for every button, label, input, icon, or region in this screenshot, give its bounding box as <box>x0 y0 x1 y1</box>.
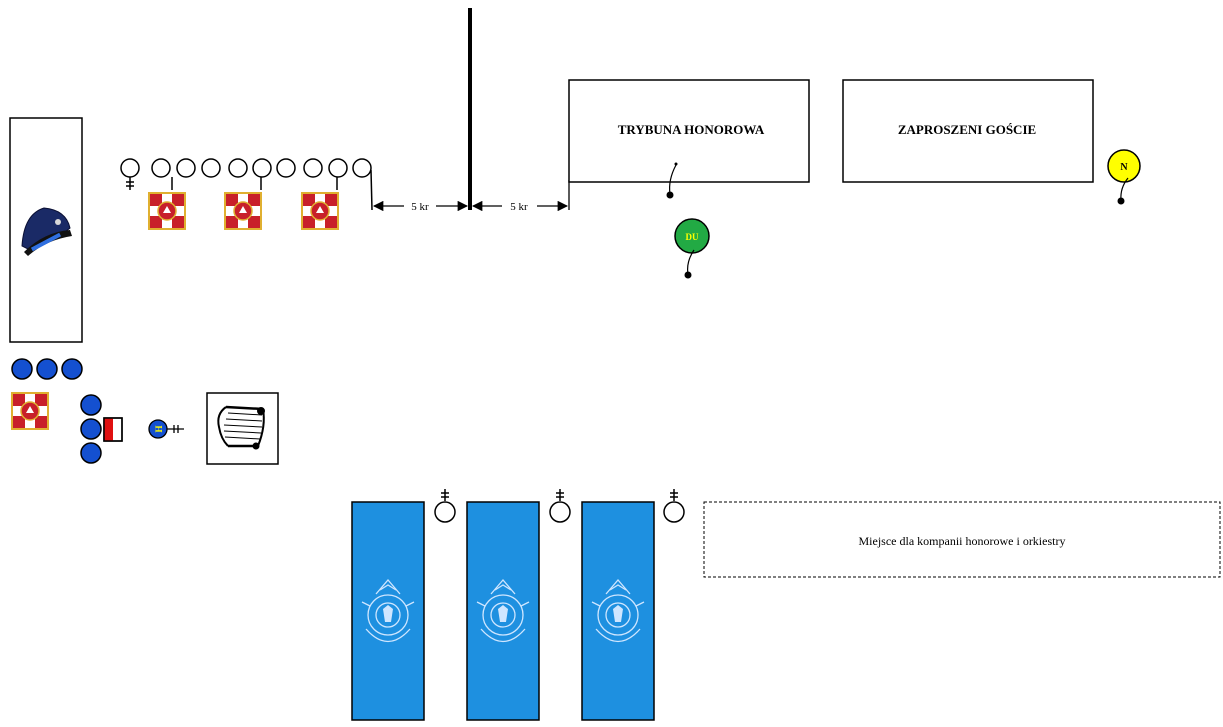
flag-icon <box>147 191 187 231</box>
flag-icon <box>223 191 263 231</box>
officer-cap-icon <box>21 207 72 256</box>
invited-guests-stand: ZAPROSZENI GOŚCIE <box>842 79 1094 183</box>
invited-guests-label: ZAPROSZENI GOŚCIE <box>898 122 1036 137</box>
formation-member <box>176 158 196 178</box>
distance-marker-left: 5 kr <box>372 200 469 213</box>
n-marker-label: N <box>1120 162 1128 173</box>
formation-member <box>276 158 296 178</box>
formation-member <box>328 158 348 178</box>
commander-label: DU <box>686 232 699 242</box>
lyre-icon <box>217 405 265 450</box>
officer-cap-panel <box>9 117 83 343</box>
formation-member <box>36 358 58 380</box>
honor-tribune-label: TRYBUNA HONOROWA <box>618 122 765 137</box>
formation-member <box>80 418 102 440</box>
commander-marker: DU <box>674 218 710 279</box>
distance-label: 5 kr <box>510 201 528 213</box>
flag-icon <box>10 391 50 431</box>
formation-member <box>303 158 323 178</box>
drum-major-label: H <box>154 425 164 432</box>
formation-member <box>201 158 221 178</box>
fire-brigade-banner <box>466 501 540 721</box>
distance-label: 5 kr <box>411 201 429 213</box>
distance-marker-right: 5 kr <box>471 200 569 213</box>
flag-icon <box>300 191 340 231</box>
drum-major-marker: H <box>148 419 184 439</box>
front-formation-row <box>120 158 373 211</box>
formation-member <box>80 442 102 464</box>
formation-member <box>352 158 372 178</box>
reserved-area-label: Miejsce dla kompanii honorowe i orkiestr… <box>859 534 1066 548</box>
formation-member <box>151 158 171 178</box>
formation-member <box>228 158 248 178</box>
drummers <box>80 394 123 464</box>
n-marker: N <box>1107 149 1141 205</box>
colour-party <box>11 358 83 380</box>
fire-brigade-banner <box>581 501 655 721</box>
banner-bearer <box>434 488 456 523</box>
formation-member <box>252 158 272 178</box>
formation-leader <box>120 158 140 190</box>
banner-bearer <box>663 488 685 523</box>
formation-member <box>11 358 33 380</box>
reserved-area: Miejsce dla kompanii honorowe i orkiestr… <box>703 501 1221 578</box>
formation-member <box>80 394 102 416</box>
fire-brigade-banner <box>351 501 425 721</box>
honor-tribune: TRYBUNA HONOROWA <box>568 79 810 199</box>
orchestra-lyre-panel <box>206 392 279 465</box>
banner-bearer <box>549 488 571 523</box>
formation-member <box>61 358 83 380</box>
